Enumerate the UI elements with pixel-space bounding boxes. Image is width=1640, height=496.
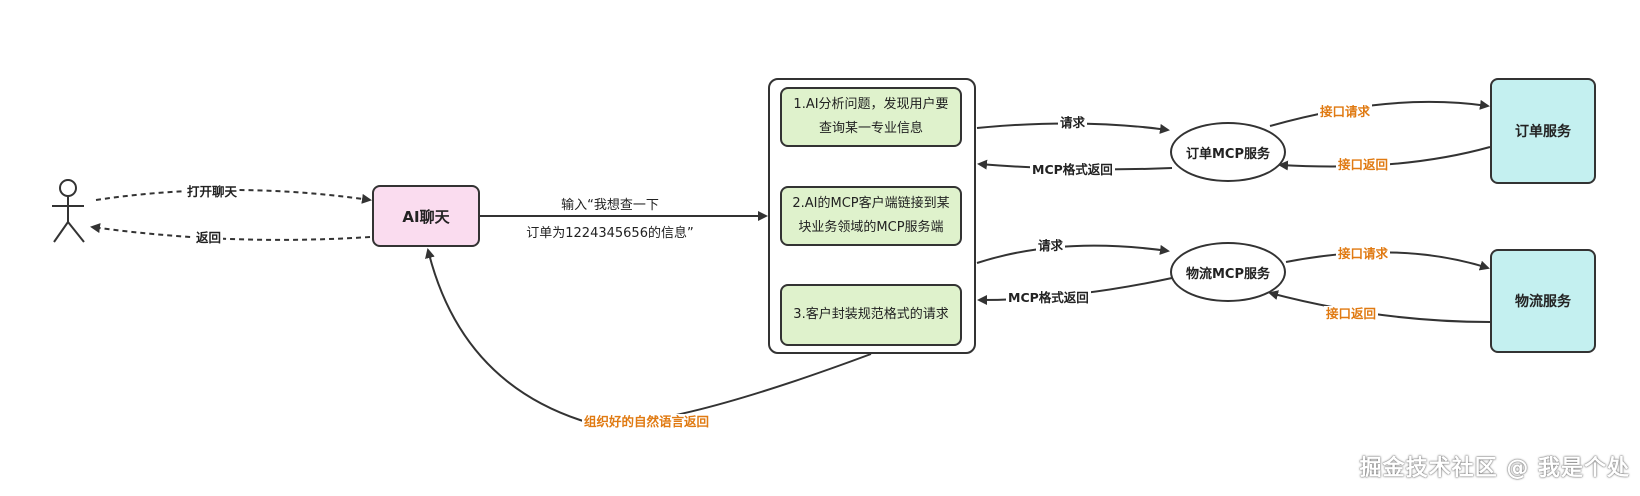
step1-node: 1.AI分析问题，发现用户要查询某一专业信息 — [780, 87, 962, 147]
api-return-logi-label: 接口返回 — [1324, 306, 1379, 322]
order-service-node: 订单服务 — [1490, 78, 1596, 184]
user-actor-icon — [52, 179, 85, 243]
api-return-order-label: 接口返回 — [1336, 157, 1391, 173]
logistics-service-label: 物流服务 — [1515, 294, 1571, 310]
edge-final-return — [425, 248, 872, 425]
step1-label: 1.AI分析问题，发现用户要查询某一专业信息 — [793, 97, 949, 136]
api-request-logi-label: 接口请求 — [1336, 246, 1391, 262]
ai-chat-label: AI聊天 — [402, 207, 450, 226]
request-order-label: 请求 — [1058, 115, 1088, 131]
final-return-label: 组织好的自然语言返回 — [582, 414, 712, 430]
edge-api-request-logi — [1285, 251, 1490, 271]
return-label: 返回 — [194, 230, 224, 246]
edge-request-logi — [976, 244, 1170, 264]
input-label-line1: 输入“我想查一下 — [561, 198, 659, 213]
step2-label: 2.AI的MCP客户端链接到某块业务领域的MCP服务端 — [792, 196, 950, 235]
order-mcp-node: 订单MCP服务 — [1170, 122, 1286, 182]
step2-node: 2.AI的MCP客户端链接到某块业务领域的MCP服务端 — [780, 186, 962, 246]
edge-api-request-order — [1269, 99, 1490, 127]
logistics-service-node: 物流服务 — [1490, 249, 1596, 353]
order-service-label: 订单服务 — [1515, 124, 1571, 140]
api-request-order-label: 接口请求 — [1318, 104, 1373, 120]
ai-chat-node: AI聊天 — [372, 185, 480, 247]
mcp-return-logi-label: MCP格式返回 — [1006, 290, 1091, 306]
logistics-mcp-node: 物流MCP服务 — [1170, 242, 1286, 302]
edge-api-return-order — [1278, 146, 1491, 171]
edge-api-return-logi — [1268, 290, 1491, 323]
mcp-return-order-label: MCP格式返回 — [1030, 162, 1115, 178]
request-logi-label: 请求 — [1036, 238, 1066, 254]
step3-label: 3.客户封装规范格式的请求 — [793, 307, 949, 322]
watermark-text: 掘金技术社区 @ 我是个处 — [1359, 456, 1630, 481]
order-mcp-label: 订单MCP服务 — [1185, 146, 1270, 162]
edge-return-to-user — [90, 223, 371, 241]
input-label-line2: 订单为1224345656的信息” — [526, 226, 694, 241]
input-label: 输入“我想查一下 订单为1224345656的信息” — [520, 192, 700, 248]
logistics-mcp-label: 物流MCP服务 — [1185, 266, 1270, 282]
open-chat-label: 打开聊天 — [185, 184, 240, 200]
step3-node: 3.客户封装规范格式的请求 — [780, 284, 962, 346]
